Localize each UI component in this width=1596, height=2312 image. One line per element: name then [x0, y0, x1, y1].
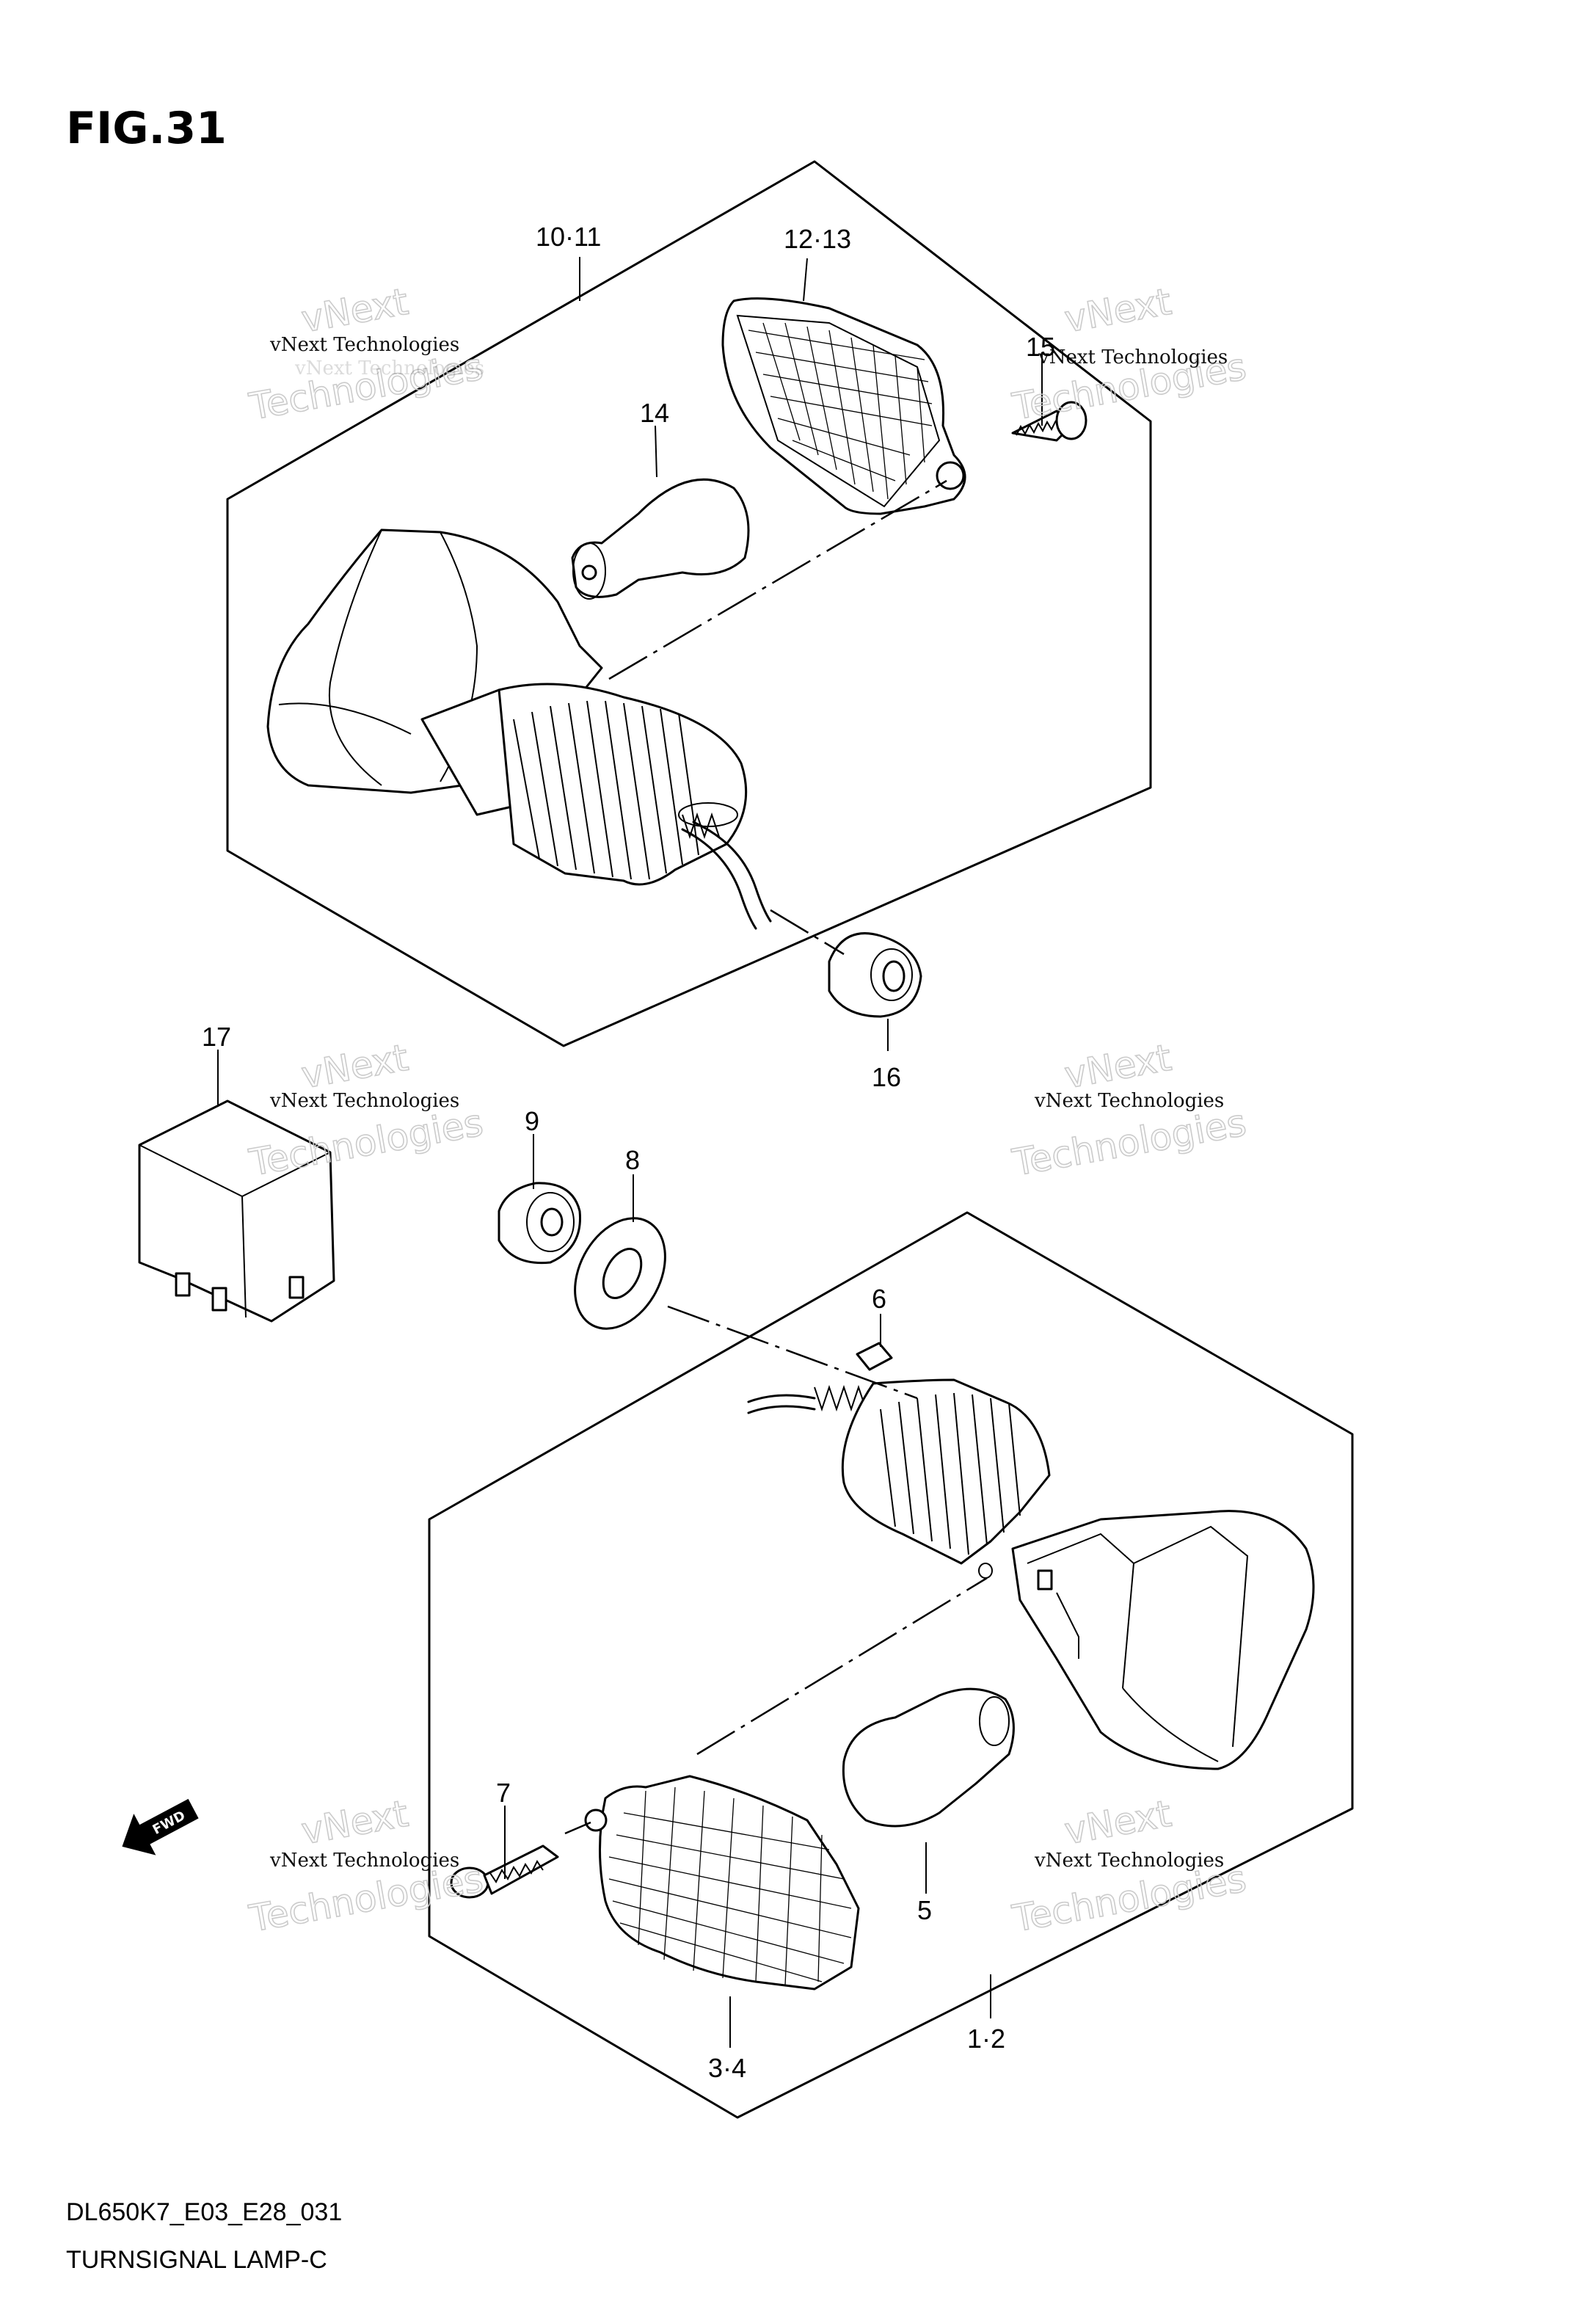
figure-name: TURNSIGNAL LAMP-C [66, 2246, 327, 2274]
callout-5: 5 [917, 1895, 932, 1925]
upper-lamp-lens [721, 297, 966, 515]
lower-assembly-frame [428, 1211, 1354, 2119]
watermark-text-top-right: vNext Technologies [1038, 346, 1228, 368]
svg-text:vNext: vNext [299, 280, 412, 341]
upper-bulb [571, 478, 750, 600]
callout-labels: 10·11 12·13 15 14 16 17 9 8 6 7 5 3·4 1·… [202, 222, 1055, 2083]
figure-title: FIG.31 [66, 103, 227, 154]
lower-bulb [842, 1687, 1015, 1828]
lower-lamp-lens [584, 1775, 860, 1991]
callout-14: 14 [640, 398, 669, 428]
watermark-text-bottom-left: vNext Technologies [269, 1850, 459, 1872]
callout-17: 17 [202, 1022, 231, 1052]
callout-12-13: 12·13 [784, 224, 851, 254]
callout-16: 16 [872, 1062, 901, 1092]
pin-6 [856, 1342, 893, 1371]
watermark-text-mid-right: vNext Technologies [1034, 1090, 1224, 1112]
callout-3-4: 3·4 [708, 2053, 746, 2083]
svg-text:vNext: vNext [299, 1792, 412, 1853]
svg-text:vNext: vNext [1062, 280, 1175, 341]
callout-9: 9 [525, 1106, 539, 1136]
callout-15: 15 [1026, 332, 1055, 362]
leader-lines [217, 257, 1043, 2048]
callout-7: 7 [496, 1778, 511, 1808]
watermark-text-top-left: vNext Technologies [269, 334, 459, 356]
watermark-text-mid-left: vNext Technologies [269, 1090, 459, 1112]
svg-text:vNext: vNext [299, 1036, 412, 1097]
upper-lamp-housing [266, 528, 772, 930]
svg-text:Technologies: Technologies [1009, 1101, 1249, 1184]
callout-6: 6 [872, 1284, 886, 1314]
svg-text:vNext: vNext [1062, 1792, 1175, 1853]
watermark-text-top-left-2: vNext Technologies [294, 357, 484, 379]
callout-8: 8 [625, 1145, 640, 1175]
lower-assembly [428, 1211, 1354, 2119]
model-code: DL650K7_E03_E28_031 [66, 2198, 342, 2226]
upper-grommet [828, 932, 922, 1018]
callout-1-2: 1·2 [967, 2024, 1005, 2054]
upper-assembly-frame [226, 160, 1152, 1047]
svg-text:Technologies: Technologies [246, 1101, 486, 1184]
lower-lamp-housing [747, 1378, 1315, 1770]
watermark-text-bottom-right: vNext Technologies [1034, 1850, 1224, 1872]
fwd-arrow-icon: FWD [122, 1798, 199, 1855]
lower-screw [450, 1844, 559, 1899]
relay-unit [138, 1099, 335, 1323]
svg-text:vNext: vNext [1062, 1036, 1175, 1097]
upper-assembly [226, 160, 1152, 1047]
washer-8 [574, 1217, 666, 1330]
callout-10-11: 10·11 [536, 222, 601, 252]
nut-9 [498, 1182, 581, 1265]
